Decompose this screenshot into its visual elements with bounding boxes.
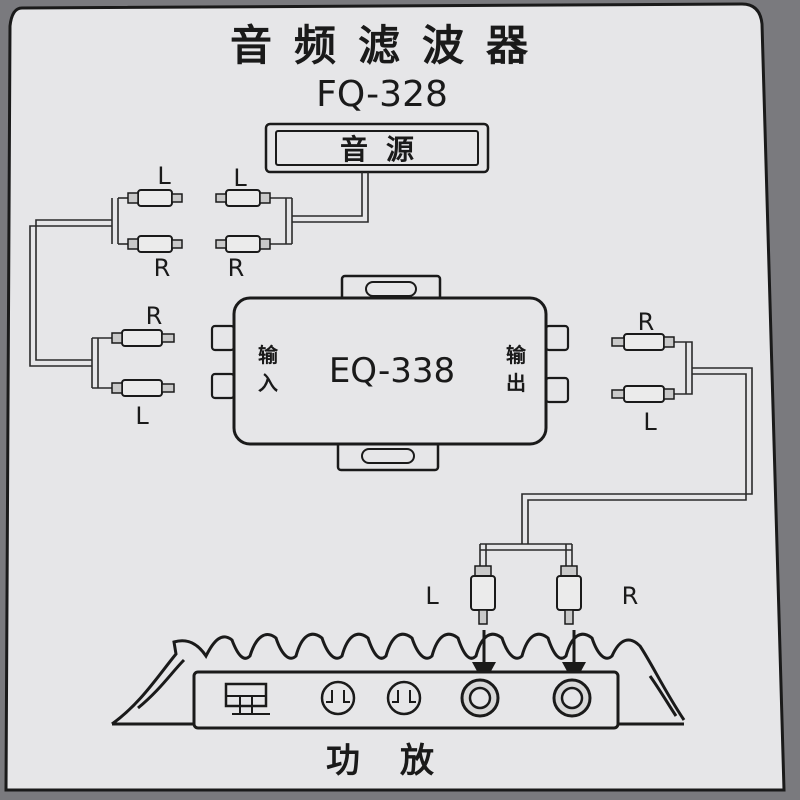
- channel-label-right: R: [154, 254, 171, 282]
- channel-label-left: L: [135, 402, 149, 430]
- rca-plug: [470, 565, 496, 625]
- eq-unit: EQ-338 输 入 输 出: [210, 274, 570, 472]
- rca-plug: [215, 189, 271, 207]
- audio-source-label: 音源: [340, 133, 432, 166]
- power-switch-icon: [224, 682, 270, 715]
- channel-label-left: L: [233, 164, 247, 192]
- rca-jack-icon: [460, 678, 500, 718]
- rca-plug: [127, 189, 183, 207]
- channel-label-right: R: [622, 582, 639, 610]
- channel-label-right: R: [638, 308, 655, 336]
- channel-label-right: R: [228, 254, 245, 282]
- rca-plug: [611, 333, 675, 351]
- channel-label-left: L: [425, 582, 439, 610]
- knob-icon: [320, 680, 356, 716]
- audio-source-box: 音源: [264, 122, 490, 174]
- rca-plug: [111, 379, 175, 397]
- rca-jack-icon: [552, 678, 592, 718]
- channel-label-right: R: [146, 302, 163, 330]
- eq-output-label: 出: [506, 371, 526, 395]
- cable-wiring: [29, 172, 753, 566]
- rca-plug: [111, 329, 175, 347]
- rca-plug: [556, 565, 582, 625]
- channel-label-left: L: [157, 162, 171, 190]
- eq-model-label: EQ-338: [329, 351, 455, 391]
- channel-label-left: L: [643, 408, 657, 436]
- rca-plug: [611, 385, 675, 403]
- rca-plug: [215, 235, 271, 253]
- eq-input-label: 入: [258, 371, 278, 395]
- amplifier-unit: [111, 632, 686, 730]
- amplifier-label: 功放: [326, 741, 474, 781]
- diagram-title: 音频滤波器: [230, 21, 550, 70]
- knob-icon: [386, 680, 422, 716]
- rca-plug: [127, 235, 183, 253]
- eq-input-label: 输: [258, 343, 279, 367]
- model-number: FQ-328: [316, 74, 448, 115]
- eq-output-label: 输: [506, 343, 527, 367]
